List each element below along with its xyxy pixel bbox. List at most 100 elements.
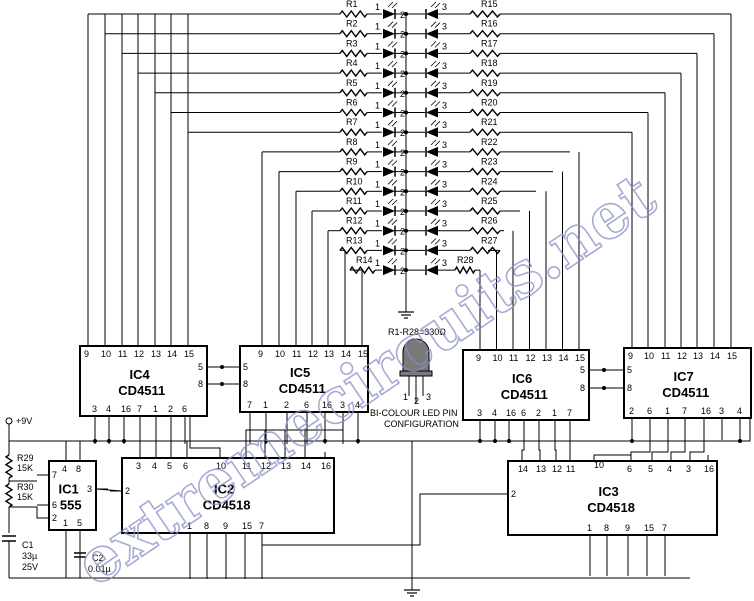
led-ray: [387, 60, 394, 67]
led-pin-number: 2: [400, 187, 405, 197]
resistor-right-label: R19: [481, 78, 498, 88]
resistor-right: [469, 246, 501, 255]
led-pin-label-3: 3: [426, 392, 431, 402]
ic2-pin-label: 3: [136, 461, 141, 471]
ic5-pin-label: 16: [322, 400, 332, 410]
led-pin-number: 3: [442, 120, 447, 130]
led-pin-number: 2: [400, 207, 405, 217]
ic1-pin-label: 7: [52, 470, 57, 480]
ic6-pin-label: 12: [526, 353, 536, 363]
ic5-pin-label: 6: [304, 400, 309, 410]
c2-value: 0.01µ: [88, 564, 111, 574]
ic5-pin-label: 11: [292, 349, 301, 359]
resistor-right-label: R17: [481, 38, 498, 48]
ic4-part: CD4511: [118, 383, 165, 398]
ic7-pin-label: 2: [629, 406, 634, 416]
ic6-pin-label: 3: [477, 408, 482, 418]
led-ray: [430, 257, 437, 264]
led-right: [425, 218, 441, 236]
ic5-pin-label: 15: [358, 349, 368, 359]
led-pin-number: 3: [442, 238, 447, 248]
led-pin-number: 1: [375, 2, 380, 12]
led-ray: [387, 119, 394, 126]
ic7-body: [623, 347, 752, 419]
junction-dot: [630, 439, 634, 443]
led-triangle: [383, 225, 395, 236]
led-right: [425, 41, 441, 59]
led-left: [383, 159, 398, 177]
led-pin-number: 1: [375, 140, 380, 150]
led-pin-number: 1: [375, 199, 380, 209]
led-ray: [434, 219, 441, 225]
ic6-pin-label: 11: [509, 353, 518, 363]
led-pin-number: 3: [442, 41, 447, 51]
resistor-right: [454, 265, 476, 275]
ic3-body: [507, 460, 718, 536]
ic7-pin-label: 3: [719, 406, 724, 416]
led-ray: [430, 1, 437, 8]
ic3-pin-label: 16: [704, 464, 714, 474]
ic6-name: IC6: [512, 371, 532, 386]
led-pin-number: 3: [442, 219, 447, 229]
ic6-part: CD4511: [501, 387, 548, 402]
ic2-pin-label: 14: [301, 461, 311, 471]
ic7-pin-label: 4: [737, 406, 742, 416]
ic2-pin-label: 5: [167, 461, 172, 471]
ic1-body: [48, 460, 97, 531]
led-pin-number: 2: [400, 128, 405, 138]
ic3-to-ic7: [630, 440, 651, 461]
resistor-right: [469, 49, 501, 58]
led-caption-line2: CONFIGURATION: [384, 419, 459, 429]
led-ray: [391, 42, 398, 48]
ic1-part: 555: [60, 498, 82, 513]
led-right: [425, 159, 441, 177]
led-ray: [430, 159, 437, 165]
resistor-right-label: R25: [481, 196, 498, 206]
ic5-pin-label: 3: [340, 400, 345, 410]
resistor-left-label: R9: [346, 157, 358, 167]
resistor-right: [469, 88, 501, 97]
resistor-right-label: R26: [481, 216, 498, 226]
resistor-left: [339, 147, 368, 157]
led-body: [402, 338, 430, 373]
resistor-right: [469, 147, 501, 156]
resistor-left-label: R13: [346, 235, 363, 245]
led-right: [425, 139, 441, 157]
ic5-pin-label: 12: [308, 349, 318, 359]
resistor-left: [339, 167, 368, 176]
led-ray: [387, 139, 394, 146]
ic7-pin-label: 7: [682, 406, 687, 416]
ic3-part: CD4518: [587, 500, 635, 515]
led-ray: [391, 219, 398, 225]
led-ray: [391, 160, 398, 166]
ic1-pin-label: 3: [87, 484, 92, 494]
ic2-pin-label: 6: [183, 461, 188, 471]
r30-resistor: [4, 483, 14, 508]
resistor-left: [339, 187, 368, 196]
led-left: [383, 41, 398, 59]
resistor-right-label: R20: [481, 98, 498, 108]
led-triangle: [426, 225, 438, 236]
led-ray: [430, 139, 437, 146]
resistor-left: [349, 265, 376, 275]
led-right: [425, 1, 441, 19]
led-pin-number: 1: [375, 258, 380, 268]
led-ray: [387, 257, 394, 264]
led-triangle: [383, 28, 395, 39]
led-pin-number: 1: [375, 160, 380, 170]
resistor-left: [339, 9, 368, 19]
led-pin-number: 2: [400, 69, 405, 79]
passive-labels: R29 15K R30 15K C1 33µ 25V C2 0.01µ: [17, 453, 111, 574]
led-triangle: [383, 9, 395, 19]
bicolour-led-graphic: 1 2 3 R1-R28=330Ω BI-COLOUR LED PIN CONF…: [370, 327, 459, 429]
led-triangle: [426, 28, 438, 39]
resistor-right-label: R18: [481, 58, 498, 68]
led-ray: [387, 198, 394, 205]
led-left: [383, 238, 398, 256]
ic2-pin-label: 7: [259, 521, 264, 531]
ic7-pin-label: 6: [647, 406, 652, 416]
